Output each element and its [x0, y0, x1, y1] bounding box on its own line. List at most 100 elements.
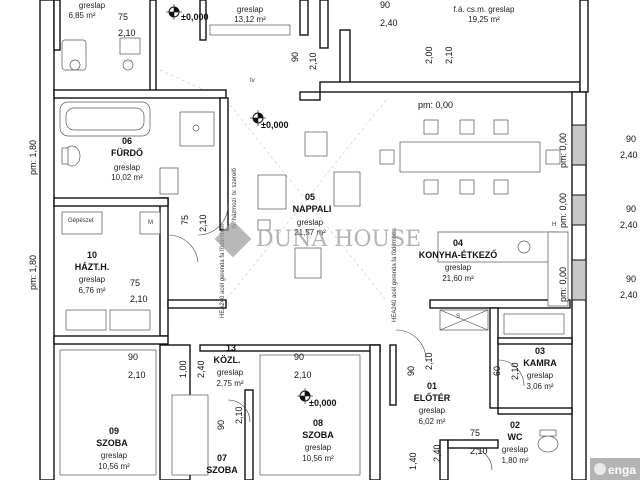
- dim-label: 2,10: [130, 294, 148, 304]
- room-name: KÖZL.: [214, 355, 241, 365]
- tv-note: tv: [250, 78, 255, 84]
- gepeszet-note: Gépészet: [68, 218, 94, 224]
- room-floor: greslap: [114, 163, 141, 172]
- pm-label: pm: 0,00: [558, 193, 568, 228]
- room-number: 01: [427, 381, 437, 391]
- room-floor: greslap: [502, 445, 529, 454]
- room-floor: f.á. cs.m. greslap: [454, 5, 515, 14]
- room-number: 06: [122, 136, 132, 146]
- room-floor: greslap: [419, 406, 446, 415]
- room-floor: greslap: [217, 368, 244, 377]
- room-area: 6,02 m²: [418, 417, 445, 426]
- pm-label: pm: 1,80: [28, 140, 38, 175]
- room-area: 21,57 m²: [294, 228, 326, 237]
- dim-label: 75: [118, 12, 128, 22]
- hea-beam-note: HEA240 acél gerenda fa födémben: [220, 224, 226, 318]
- dim-label: 2,10: [308, 52, 318, 70]
- dim-label: 2,10: [198, 214, 208, 232]
- level-marker-3: [297, 388, 313, 404]
- room-floor: greslap: [101, 451, 128, 460]
- dim-label: 2,10: [424, 352, 434, 370]
- dim-label: 90: [290, 52, 300, 62]
- room-floor: greslap: [237, 5, 264, 14]
- room-floor: greslap: [297, 218, 324, 227]
- dim-label: 2,40: [620, 150, 638, 160]
- dim-label: 90: [380, 0, 390, 10]
- dim-label: 2,00: [424, 46, 434, 64]
- room-number: 13: [226, 343, 236, 353]
- dim-label: 75: [130, 278, 140, 288]
- dim-label: 90: [294, 352, 304, 362]
- h-note: H: [552, 222, 556, 228]
- room-name: WC: [508, 432, 523, 442]
- dim-label: 2,40: [380, 18, 398, 28]
- room-area: 13,12 m²: [234, 15, 266, 24]
- hea-beam-note: HEA240 acél gerenda fa födémben: [392, 228, 398, 322]
- dim-label: 2,10: [234, 406, 244, 424]
- room-name: NAPPALI: [293, 204, 332, 214]
- pm-label: pm: 0,00: [418, 100, 453, 110]
- room-number: 07: [217, 453, 227, 463]
- level-marker-2: [250, 110, 266, 126]
- room-area: 1,80 m²: [501, 456, 528, 465]
- dim-label: 75: [470, 428, 480, 438]
- room-name: ELŐTÉR: [414, 392, 451, 403]
- room-area: 2,75 m²: [216, 379, 243, 388]
- dim-label: 2,10: [118, 28, 136, 38]
- room-name: HÁZT.H.: [75, 262, 110, 272]
- room-area: 21,60 m²: [442, 274, 474, 283]
- watermark-logo: DUNA HOUSE: [214, 220, 421, 258]
- room-floor: greslap: [527, 371, 554, 380]
- room-area: 6,85 m²: [68, 11, 95, 20]
- room-area: 10,56 m²: [302, 454, 334, 463]
- room-number: 05: [305, 192, 315, 202]
- dim-label: 2,10: [444, 46, 454, 64]
- level-marker-1: [166, 4, 182, 20]
- level-text: ±0,000: [261, 120, 288, 130]
- dim-label: 2,40: [620, 220, 638, 230]
- dim-label: 90: [626, 134, 636, 144]
- room-name: KAMRA: [523, 358, 557, 368]
- room-area: 19,25 m²: [468, 15, 500, 24]
- room-name: KONYHA-ÉTKEZŐ: [419, 249, 498, 260]
- room-name: FÜRDŐ: [111, 147, 143, 158]
- room-area: 10,56 m²: [98, 462, 130, 471]
- room-number: 09: [109, 426, 119, 436]
- dim-label: 90: [128, 352, 138, 362]
- room-area: 10,02 m²: [111, 173, 143, 182]
- dim-label: 90: [626, 204, 636, 214]
- m-note: M: [148, 220, 153, 226]
- room-number: 08: [313, 418, 323, 428]
- dim-label: 2,40: [432, 444, 442, 462]
- svg-text:DUNA HOUSE: DUNA HOUSE: [256, 227, 421, 252]
- dim-label: 1,00: [178, 360, 188, 378]
- room-floor: greslap: [305, 443, 332, 452]
- dim-label: 60: [492, 366, 502, 376]
- pm-label: pm: 0,00: [558, 267, 568, 302]
- room-number: 04: [453, 238, 463, 248]
- tv-szerelo-note: tv. szerelő: [232, 167, 238, 195]
- dim-label: 2,10: [294, 370, 312, 380]
- furniture: [59, 24, 569, 476]
- dim-label: 2,40: [620, 290, 638, 300]
- room-number: 03: [535, 346, 545, 356]
- room-floor: greslap: [79, 1, 106, 10]
- dimension-labels: 75 2,10 90 2,40 90 2,10 2,00 2,10 90 2,4…: [118, 0, 638, 470]
- dim-label: 75: [180, 215, 190, 225]
- dim-label: 90: [406, 366, 416, 376]
- room-area: 6,76 m²: [78, 286, 105, 295]
- dim-label: 90: [626, 274, 636, 284]
- room-floor: greslap: [445, 263, 472, 272]
- room-number: 02: [510, 420, 520, 430]
- s-note: S: [456, 314, 460, 320]
- fv-hazmozi-note: fv. házmozi: [232, 198, 238, 228]
- dim-label: 90: [216, 420, 226, 430]
- pm-label: pm: 0,00: [558, 133, 568, 168]
- svg-text:enga: enga: [608, 463, 636, 477]
- dim-label: 2,10: [510, 362, 520, 380]
- dim-label: 2,10: [470, 446, 488, 456]
- room-area: 3,06 m²: [526, 382, 553, 391]
- room-name: SZOBA: [96, 438, 128, 448]
- room-floor: greslap: [79, 275, 106, 284]
